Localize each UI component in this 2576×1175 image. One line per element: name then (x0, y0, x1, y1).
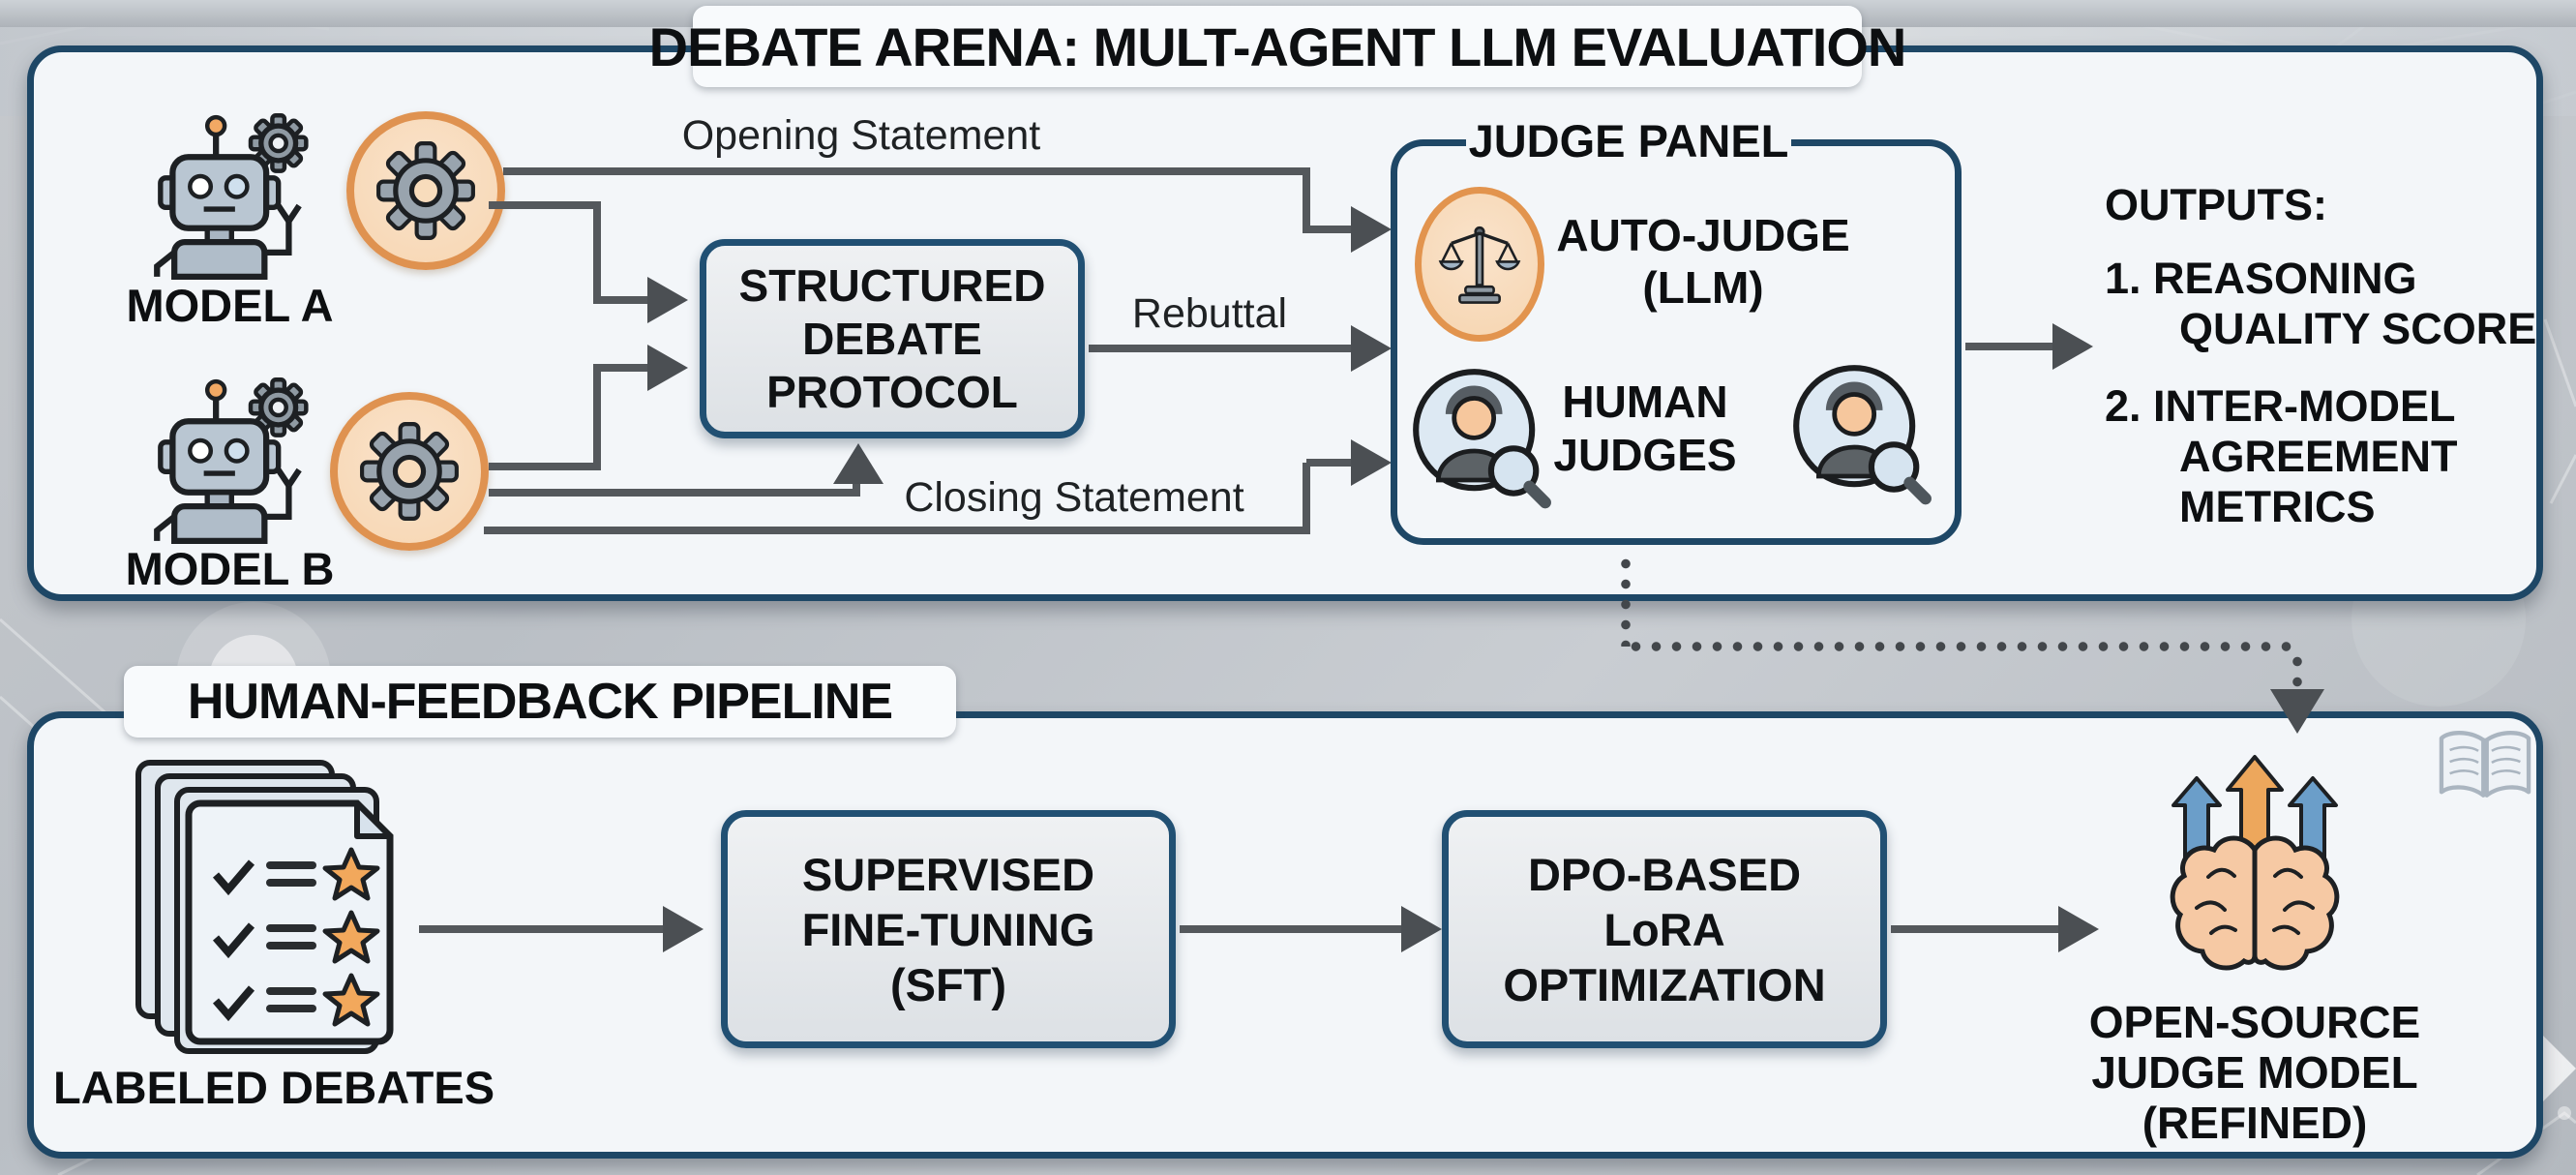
gear-icon (330, 392, 489, 551)
dpo-line: OPTIMIZATION (1503, 958, 1826, 1010)
judge-model-line1: OPEN-SOURCE (2088, 997, 2421, 1047)
arrowhead-up (833, 443, 884, 484)
arrowhead-right (647, 277, 688, 323)
arrowhead-right (1351, 206, 1392, 253)
protocol-bottom-elbow (853, 480, 860, 497)
scales-icon (1415, 187, 1544, 342)
protocol-line: STRUCTURED (738, 259, 1046, 311)
dpo-line: DPO-BASED (1527, 848, 1802, 900)
brain-upgrade-icon (2170, 755, 2340, 971)
pipeline-title: HUMAN-FEEDBACK PIPELINE (187, 674, 893, 730)
model-b-label: MODEL B (125, 543, 335, 594)
labeled-debates-label: LABELED DEBATES (53, 1062, 495, 1113)
person-magnifier-icon (1413, 369, 1551, 509)
auto-judge-label: AUTO-JUDGE (LLM) (1548, 209, 1858, 314)
model-a-to-protocol-elbow (593, 201, 601, 304)
protocol-line: DEBATE (802, 313, 982, 364)
pipeline-title-tab: HUMAN-FEEDBACK PIPELINE (124, 666, 956, 738)
human-judges-label: HUMAN JUDGES (1543, 376, 1747, 482)
judge-to-outputs-arrow (1965, 343, 2052, 350)
outputs-item1-line1: 1. REASONING (2105, 254, 2417, 303)
debate-arena-title-tab: DEBATE ARENA: MULT-AGENT LLM EVALUATION (649, 6, 1906, 87)
judge-model-line2: JUDGE MODEL (2091, 1047, 2418, 1098)
model-a-label: MODEL A (126, 280, 334, 331)
auto-judge-line1: AUTO-JUDGE (1556, 210, 1850, 260)
sft-line: (SFT) (889, 958, 1007, 1010)
sft-line: FINE-TUNING (801, 903, 1095, 955)
model-b-to-protocol-bottom-arrow (489, 489, 860, 497)
outputs-item2-line3: METRICS (2179, 482, 2376, 531)
arrowhead-down (2270, 689, 2324, 734)
arrowhead-right (1401, 906, 1442, 952)
sft-box: SUPERVISED FINE-TUNING (SFT) (721, 810, 1176, 1048)
dpo-to-judge-model-arrow (1891, 925, 2058, 933)
outputs-heading: OUTPUTS: (2105, 180, 2327, 229)
dpo-line: LoRA (1603, 903, 1725, 955)
judge-model-label: OPEN-SOURCE JUDGE MODEL (REFINED) (2071, 997, 2439, 1148)
dpo-box: DPO-BASED LoRA OPTIMIZATION (1442, 810, 1887, 1048)
sft-to-dpo-arrow (1180, 925, 1401, 933)
debates-to-sft-arrow (419, 925, 663, 933)
judge-panel-title: JUDGE PANEL (1468, 114, 1789, 166)
gear-icon (346, 111, 505, 270)
human-judges-line2: JUDGES (1553, 430, 1737, 480)
arrowhead-right (1351, 325, 1392, 372)
opening-statement-arrow-elbow (1303, 167, 1310, 233)
judge-model-line3: (REFINED) (2142, 1098, 2368, 1148)
model-b-to-protocol-elbow (593, 368, 601, 470)
open-book-icon (2439, 731, 2531, 798)
rebuttal-arrow (1089, 345, 1351, 352)
model-a-to-protocol-arrow (489, 201, 601, 209)
human-feedback-pipeline-panel (27, 711, 2543, 1159)
closing-statement-run (1306, 459, 1351, 467)
judge-to-pipeline-dotted-connector (1626, 642, 2297, 651)
protocol-line: PROTOCOL (766, 366, 1018, 417)
outputs-item2-line2: AGREEMENT (2179, 432, 2458, 481)
person-magnifier-icon (1793, 365, 1932, 505)
arrowhead-right (1351, 439, 1392, 486)
closing-statement-arrow (484, 527, 1310, 534)
sft-line: SUPERVISED (801, 848, 1095, 900)
closing-statement-label: Closing Statement (904, 474, 1244, 521)
closing-statement-elbow (1303, 463, 1310, 534)
robot-gear-icon (154, 377, 309, 545)
documents-stars-icon (135, 760, 394, 1054)
model-a-to-protocol-run (593, 296, 647, 304)
arrowhead-right (647, 345, 688, 391)
model-b-to-protocol-arrow (489, 463, 601, 470)
auto-judge-line2: (LLM) (1642, 262, 1764, 313)
debate-arena-title: DEBATE ARENA: MULT-AGENT LLM EVALUATION (648, 15, 1907, 77)
robot-gear-icon (154, 113, 309, 281)
rebuttal-label: Rebuttal (1131, 290, 1288, 337)
judge-panel-title-tab: JUDGE PANEL (1466, 112, 1791, 168)
opening-statement-arrow-run (1306, 226, 1351, 233)
structured-debate-protocol-box: STRUCTURED DEBATE PROTOCOL (700, 239, 1085, 438)
human-judges-line1: HUMAN (1562, 377, 1728, 427)
arrowhead-right (2058, 906, 2099, 952)
opening-statement-arrow (503, 167, 1310, 175)
model-b-to-protocol-run (593, 364, 647, 372)
judge-to-pipeline-dotted-connector (1621, 554, 1631, 647)
outputs-item2-line1: 2. INTER-MODEL (2105, 381, 2456, 431)
judge-to-pipeline-dotted-connector (2292, 651, 2302, 690)
arrowhead-right (2052, 323, 2093, 370)
outputs-item1-line2: QUALITY SCORE (2179, 304, 2537, 353)
arrowhead-right (663, 906, 704, 952)
opening-statement-label: Opening Statement (681, 112, 1041, 159)
